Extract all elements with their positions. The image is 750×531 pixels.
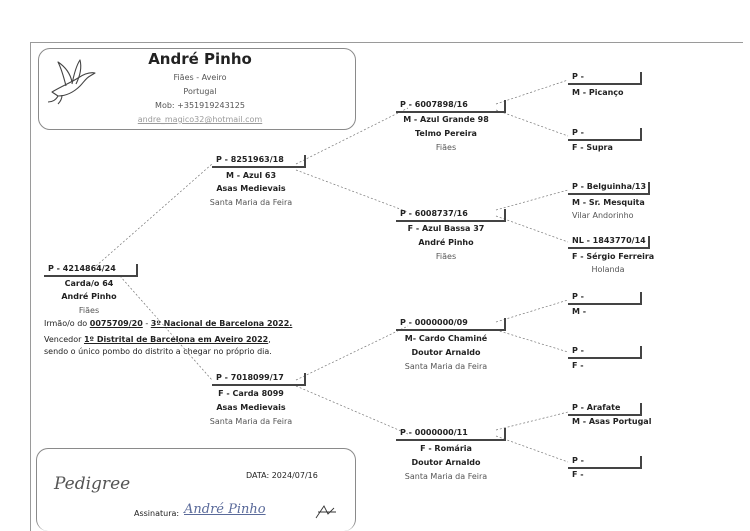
dam-sire-ring: P - 0000000/09 <box>396 318 506 331</box>
owner-address-line2: Portugal <box>183 87 217 96</box>
gg-3-location: Vilar Andorinho <box>572 211 634 220</box>
sire-ring: P - 8251963/18 <box>212 155 306 168</box>
sire-sire-description: M - Azul Grande 98 <box>403 115 489 124</box>
dam-sire-breeder: Doutor Arnaldo <box>411 348 481 357</box>
signature: André Pinho <box>184 502 266 517</box>
note-sibling-separator: - <box>142 319 151 328</box>
sire-sire-ring: P - 6007898/16 <box>396 100 506 113</box>
gg-4-location: Holanda <box>591 265 625 274</box>
owner-mobile: Mob: +351919243125 <box>155 101 245 110</box>
note-sibling-result: 3º Nacional de Barcelona 2022. <box>150 319 293 328</box>
gg-7-ring: P - Arafate <box>568 403 642 416</box>
gg-8-ring: P - <box>568 456 642 469</box>
pedigree-date: DATA: 2024/07/16 <box>246 471 318 480</box>
dam-ring: P - 7018099/17 <box>212 373 306 386</box>
note-winner-prefix: Vencedor <box>44 335 84 344</box>
subject-breeder: André Pinho <box>61 292 117 301</box>
footer-card <box>36 448 356 531</box>
header-card <box>38 48 356 130</box>
dam-sire-description: M- Cardo Chaminé <box>404 334 488 343</box>
owner-email-link[interactable]: andre_magico32@hotmail.com <box>137 115 263 124</box>
dam-breeder: Asas Medievais <box>216 403 286 412</box>
dam-sire-location: Santa Maria da Feira <box>404 362 488 371</box>
dam-dam-breeder: Doutor Arnaldo <box>411 458 481 467</box>
dam-dam-ring: P - 0000000/11 <box>396 428 506 441</box>
dam-description: F - Carda 8099 <box>218 389 284 398</box>
sire-dam-ring: P - 6008737/16 <box>396 209 506 222</box>
note-winner-suffix: , <box>268 335 271 344</box>
dam-location: Santa Maria da Feira <box>209 417 293 426</box>
gg-2-description: F - Supra <box>572 143 613 152</box>
sire-sire-breeder: Telmo Pereira <box>415 129 477 138</box>
dam-dam-location: Santa Maria da Feira <box>404 472 488 481</box>
sire-location: Santa Maria da Feira <box>209 198 293 207</box>
subject-description: Carda/o 64 <box>64 279 114 288</box>
gg-6-ring: P - <box>568 346 642 359</box>
gg-6-description: F - <box>572 361 584 370</box>
gg-1-ring: P - <box>568 72 642 85</box>
sire-description: M - Azul 63 <box>225 171 277 180</box>
subject-ring: P - 4214864/24 <box>44 264 138 277</box>
sire-sire-location: Fiães <box>435 143 457 152</box>
owner-name: André Pinho <box>148 50 252 68</box>
gg-4-ring: NL - 1843770/14 <box>568 236 650 249</box>
gg-1-description: M - Picanço <box>572 88 624 97</box>
gg-5-ring: P - <box>568 292 642 305</box>
pedigree-sheet <box>30 42 743 531</box>
gg-5-description: M - <box>572 307 587 316</box>
gg-2-ring: P - <box>568 128 642 141</box>
note-winner-result: 1º Distrital de Barcelona em Aveiro 2022 <box>83 335 269 344</box>
note-sibling-ring: 0075709/20 <box>89 319 143 328</box>
sire-dam-breeder: André Pinho <box>418 238 474 247</box>
gg-3-description: M - Sr. Mesquita <box>572 198 645 207</box>
sire-breeder: Asas Medievais <box>216 184 286 193</box>
owner-address-line1: Fiães - Aveiro <box>173 73 227 82</box>
gg-8-description: F - <box>572 470 584 479</box>
signature-label: Assinatura: <box>134 509 180 518</box>
note-sibling-prefix: Irmão/o do <box>44 319 90 328</box>
sire-dam-description: F - Azul Bassa 37 <box>407 224 485 233</box>
pedigree-title: Pedigree <box>54 474 131 494</box>
gg-3-ring: P - Belguinha/13 <box>568 182 650 195</box>
subject-note-sibling: Irmão/o do 0075709/20 - 3º Nacional de B… <box>44 318 292 329</box>
gg-7-description: M - Asas Portugal <box>572 417 652 426</box>
subject-location: Fiães <box>78 306 100 315</box>
sire-dam-location: Fiães <box>435 252 457 261</box>
gg-4-description: F - Sérgio Ferreira <box>572 252 655 261</box>
subject-note-only-bird: sendo o único pombo do distrito a chegar… <box>44 347 272 356</box>
subject-note-winner: Vencedor 1º Distrital de Barcelona em Av… <box>44 334 271 345</box>
dam-dam-description: F - Romária <box>420 444 472 453</box>
